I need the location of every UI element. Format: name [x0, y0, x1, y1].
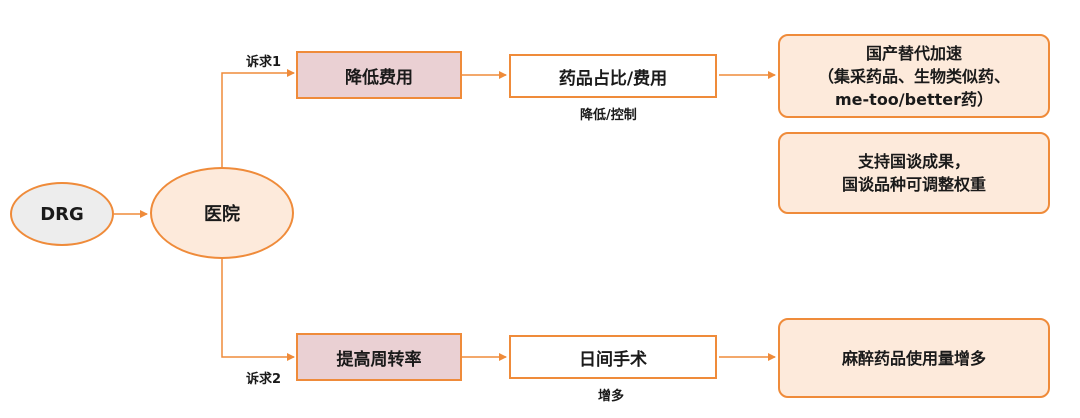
- drug-ratio-label: 药品占比/费用: [558, 68, 668, 89]
- national-negotiation-line2: 国谈品种可调整权重: [841, 175, 986, 194]
- hospital-label: 医院: [204, 204, 240, 225]
- turnover-node: 提高周转率: [296, 333, 462, 381]
- drg-node: DRG: [10, 182, 114, 246]
- surgery-node: 日间手术: [509, 335, 717, 379]
- anesthesia-line1: 麻醉药品使用量增多: [841, 348, 986, 368]
- turnover-label: 提高周转率: [336, 349, 422, 370]
- demand2-label: 诉求2: [246, 372, 282, 387]
- arrow-hospital-to-cost-reduction: [221, 69, 295, 167]
- domestic-substitution-box: 国产替代加速 （集采药品、生物类似药、 me-too/better药）: [778, 34, 1050, 118]
- national-negotiation-box: 支持国谈成果， 国谈品种可调整权重: [778, 132, 1050, 214]
- national-negotiation-line1: 支持国谈成果，: [857, 152, 970, 171]
- anesthesia-box: 麻醉药品使用量增多: [778, 318, 1050, 398]
- hospital-node: 医院: [150, 167, 294, 259]
- increase-label: 增多: [598, 389, 625, 404]
- domestic-substitution-line3: me-too/better药）: [835, 89, 993, 109]
- cost-reduction-label: 降低费用: [345, 67, 413, 88]
- domestic-substitution-line2: （集采药品、生物类似药、: [817, 66, 1010, 86]
- surgery-label: 日间手术: [579, 349, 647, 370]
- cost-reduction-node: 降低费用: [296, 51, 462, 99]
- reduce-control-label: 降低/控制: [580, 108, 637, 123]
- arrow-hospital-to-turnover: [221, 259, 295, 361]
- drg-label: DRG: [40, 203, 84, 225]
- demand1-label: 诉求1: [246, 55, 282, 70]
- drug-ratio-node: 药品占比/费用: [509, 54, 717, 98]
- domestic-substitution-line1: 国产替代加速: [865, 43, 962, 63]
